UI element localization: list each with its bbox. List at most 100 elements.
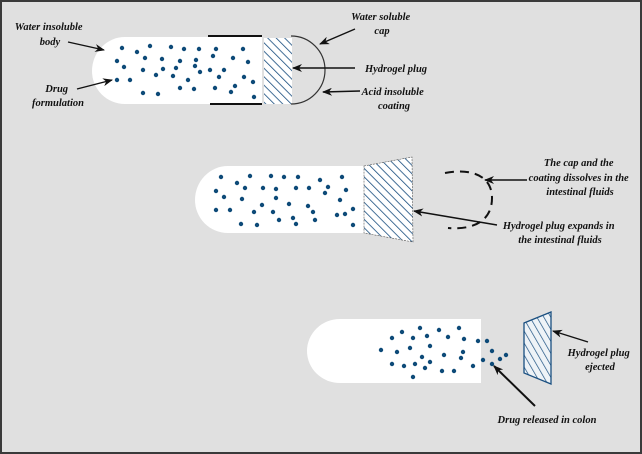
drug-particle xyxy=(410,374,416,380)
arrow-water-insoluble-body xyxy=(67,41,105,52)
drug-particle xyxy=(221,194,227,200)
drug-particle xyxy=(221,67,227,73)
water-insoluble-body xyxy=(92,37,262,104)
drug-particle xyxy=(153,72,159,78)
drug-particle xyxy=(410,335,416,341)
drug-particle xyxy=(480,357,486,363)
drug-particle xyxy=(441,352,447,358)
label-hydrogel-plug: Hydrogel plug xyxy=(364,64,427,75)
drug-particle xyxy=(460,349,466,355)
drug-particle xyxy=(268,173,274,179)
drug-particle xyxy=(185,77,191,83)
drug-particle xyxy=(412,361,418,367)
drug-particle xyxy=(140,67,146,73)
expanded-hydrogel-plug xyxy=(363,156,414,243)
drug-particle xyxy=(310,209,316,215)
drug-particle xyxy=(334,212,340,218)
drug-particle xyxy=(251,209,257,215)
drug-particle xyxy=(445,334,451,340)
label-plug-ejected: Hydrogel plug ejected xyxy=(567,348,633,373)
drug-particle xyxy=(234,180,240,186)
drug-particle xyxy=(228,89,234,95)
drug-particle xyxy=(273,186,279,192)
released-drug-dots xyxy=(378,325,509,380)
label-water-insoluble-body: Water insoluble body xyxy=(15,22,85,48)
label-plug-expands: Hydrogel plug expands in the intestinal … xyxy=(502,221,617,246)
drug-particle xyxy=(317,177,323,183)
drug-particle xyxy=(461,336,467,342)
drug-particle xyxy=(458,355,464,361)
drug-particle xyxy=(436,327,442,333)
drug-particle xyxy=(232,83,238,89)
drug-particle xyxy=(193,57,199,63)
drug-particle xyxy=(227,207,233,213)
arrow-drug-released xyxy=(493,365,536,407)
drug-particle xyxy=(155,91,161,97)
drug-particle xyxy=(181,46,187,52)
label-water-soluble-cap: Water soluble cap xyxy=(351,12,413,37)
drug-particle xyxy=(401,363,407,369)
arrow-plug-ejected xyxy=(552,329,589,343)
drug-particle xyxy=(325,184,331,190)
drug-particle xyxy=(210,53,216,59)
drug-particle xyxy=(119,45,125,51)
drug-particle xyxy=(293,185,299,191)
arrow-plug-expands xyxy=(413,208,498,226)
drug-particle xyxy=(273,195,279,201)
drug-particle xyxy=(407,345,413,351)
drug-particle xyxy=(281,174,287,180)
drug-particle xyxy=(213,188,219,194)
drug-particle xyxy=(399,329,405,335)
drug-particle xyxy=(192,63,198,69)
drug-particle xyxy=(259,202,265,208)
drug-particle xyxy=(427,343,433,349)
drug-particle xyxy=(286,201,292,207)
drug-formulation-dots xyxy=(213,173,356,228)
drug-particle xyxy=(245,59,251,65)
drug-particle xyxy=(247,173,253,179)
label-cap-dissolves: The cap and the coating dissolves in the… xyxy=(529,158,632,198)
drug-particle xyxy=(339,174,345,180)
drug-particle xyxy=(424,333,430,339)
label-drug-released: Drug released in colon xyxy=(497,415,597,426)
drug-particle xyxy=(439,368,445,374)
drug-particle xyxy=(427,359,433,365)
hydrogel-plug xyxy=(264,38,292,104)
drug-particle xyxy=(389,361,395,367)
drug-particle xyxy=(250,79,256,85)
drug-particle xyxy=(140,90,146,96)
drug-particle xyxy=(350,222,356,228)
drug-particle xyxy=(456,325,462,331)
drug-particle xyxy=(177,85,183,91)
water-insoluble-body xyxy=(307,319,481,383)
drug-particle xyxy=(196,46,202,52)
drug-particle xyxy=(322,190,328,196)
drug-particle xyxy=(159,56,165,62)
drug-particle xyxy=(475,338,481,344)
stage2-capsule xyxy=(195,156,414,243)
drug-particle xyxy=(451,368,457,374)
drug-particle xyxy=(422,365,428,371)
drug-particle xyxy=(293,221,299,227)
drug-particle xyxy=(306,185,312,191)
drug-particle xyxy=(191,86,197,92)
stage3-capsule xyxy=(307,319,509,383)
drug-particle xyxy=(378,347,384,353)
drug-particle xyxy=(497,356,503,362)
drug-particle xyxy=(342,211,348,217)
drug-particle xyxy=(212,85,218,91)
drug-particle xyxy=(241,74,247,80)
drug-particle xyxy=(213,207,219,213)
label-drug-formulation: Drug formulation xyxy=(32,84,84,109)
drug-particle xyxy=(276,217,282,223)
drug-particle xyxy=(142,55,148,61)
drug-particle xyxy=(389,335,395,341)
drug-particle xyxy=(242,185,248,191)
drug-particle xyxy=(419,354,425,360)
drug-particle xyxy=(489,348,495,354)
arrow-water-soluble-cap xyxy=(319,28,356,45)
drug-particle xyxy=(312,217,318,223)
drug-particle xyxy=(251,94,257,100)
drug-particle xyxy=(114,58,120,64)
